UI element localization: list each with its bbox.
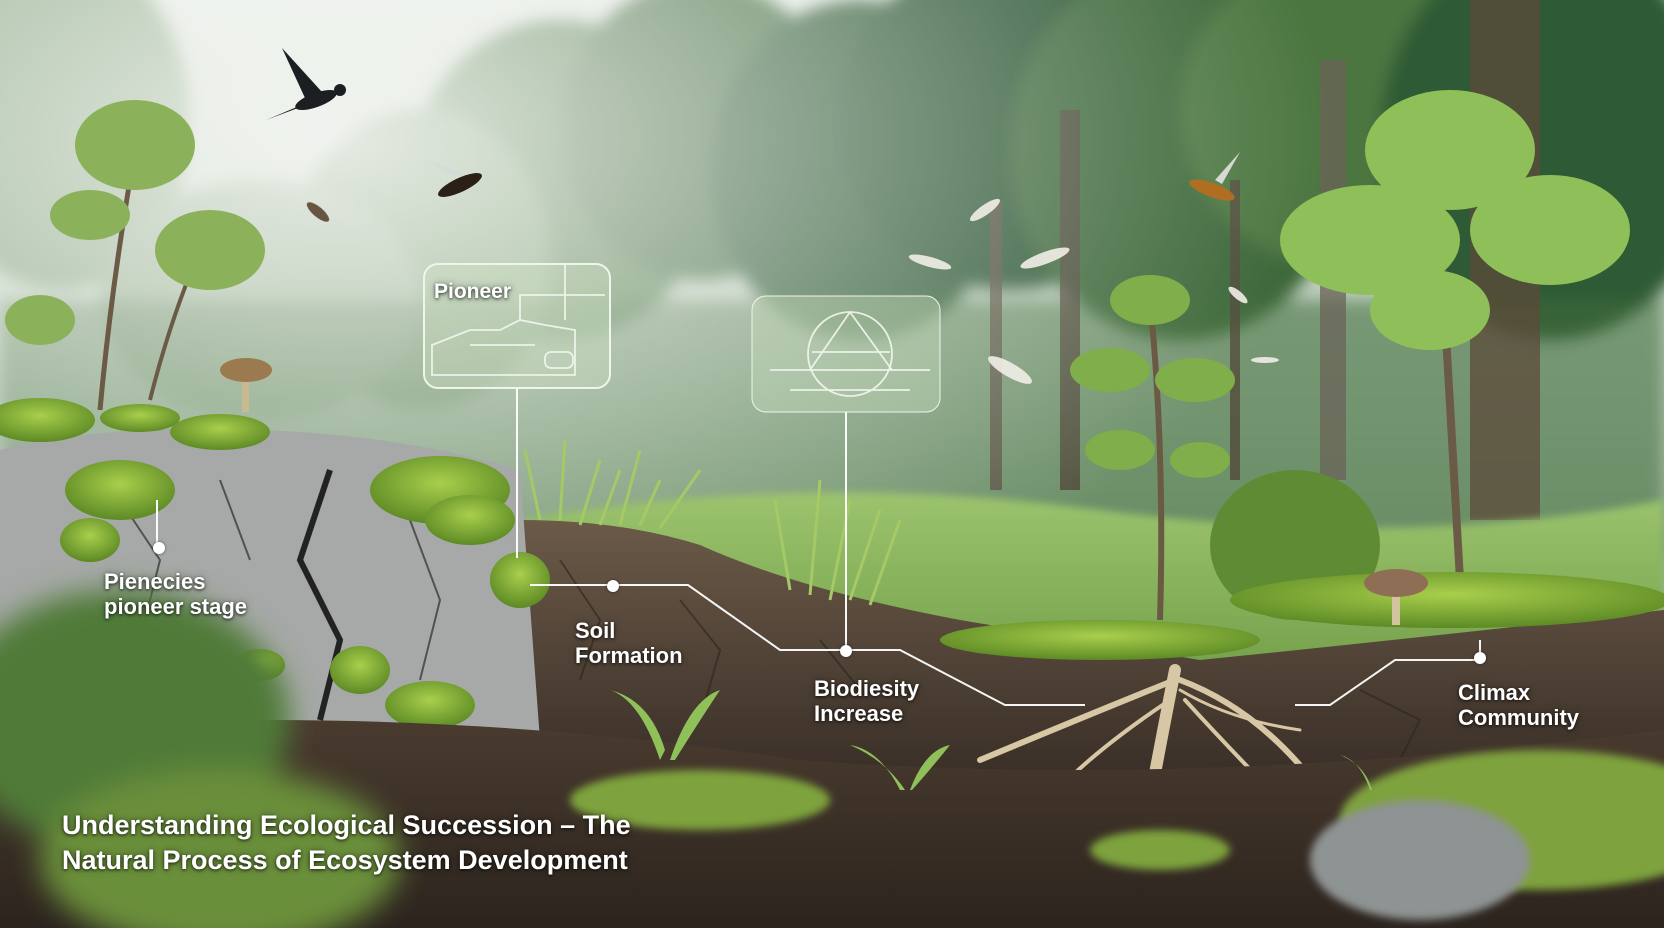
marker-dot-climax (1474, 652, 1486, 664)
callout-soil-line1: Soil (575, 618, 616, 643)
callout-soil-formation: Soil Formation (575, 618, 683, 669)
moss-patches (0, 398, 1664, 810)
callout-soil-line2: Formation (575, 643, 683, 669)
callout-biodiversity-line1: Biodiesity (814, 676, 920, 701)
marker-dot-soil (607, 580, 619, 592)
caption-line1: Understanding Ecological Succession – Th… (62, 810, 631, 840)
young-tree-right (1280, 90, 1630, 581)
callout-climax-line1: Climax (1458, 680, 1531, 705)
card-title-pioneer: Pioneer (434, 280, 512, 303)
marker-dot-biodiversity (840, 645, 852, 657)
seedlings (610, 690, 1372, 790)
callout-pioneer-stage-line1: Pienecies (104, 569, 206, 594)
bird (266, 48, 346, 120)
callout-biodiversity-increase: Biodiesity Increase (814, 676, 919, 727)
caption-line2: Natural Process of Ecosystem Development (62, 845, 628, 876)
image-caption: Understanding Ecological Succession – Th… (62, 808, 631, 878)
callout-pioneer-stage: Pienecies pioneer stage (104, 569, 247, 620)
callout-biodiversity-line2: Increase (814, 701, 904, 727)
diagram-card (751, 295, 941, 413)
young-trees-left (5, 100, 265, 411)
grass-tufts (523, 439, 902, 606)
callout-climax-community: Climax Community (1458, 680, 1579, 731)
insects (430, 152, 1240, 201)
foreground-soil (0, 720, 1664, 928)
mushrooms (220, 358, 1428, 625)
callout-pioneer-stage-line2: pioneer stage (104, 594, 248, 620)
floating-seeds (306, 198, 1279, 384)
marker-dot-pioneer (153, 542, 165, 554)
callout-climax-line2: Community (1458, 705, 1579, 731)
sapling (1070, 275, 1235, 621)
